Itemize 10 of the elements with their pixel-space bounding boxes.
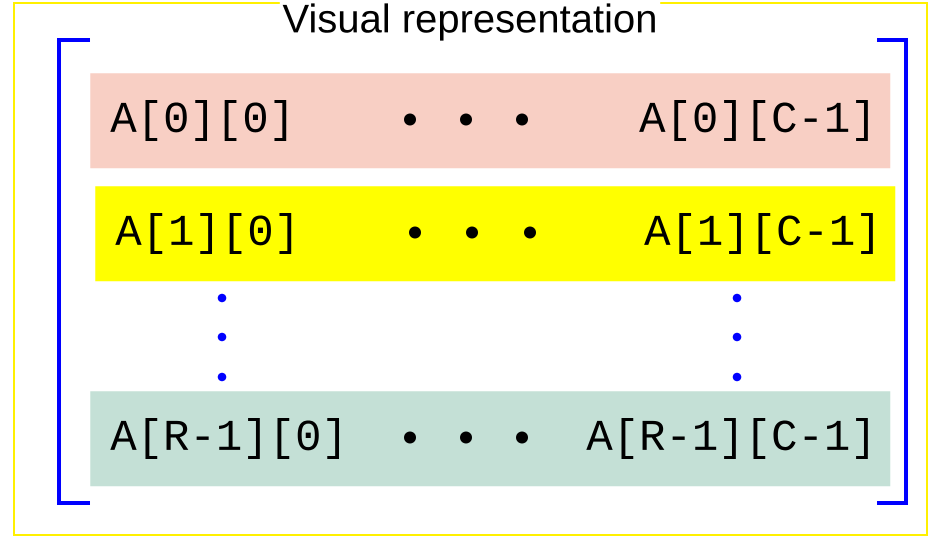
element-label: A[0][0]	[110, 100, 286, 142]
row-band	[90, 391, 890, 486]
element-label: A[1][C-1]	[644, 213, 873, 254]
element-label: A[R-1][0]	[110, 418, 340, 460]
row-band	[90, 73, 890, 168]
row-band	[95, 186, 896, 282]
element-label: A[R-1][C-1]	[586, 418, 868, 460]
element-label: A[0][C-1]	[639, 100, 868, 142]
element-label: A[1][0]	[115, 213, 292, 254]
title: Visual representation	[280, 0, 660, 44]
